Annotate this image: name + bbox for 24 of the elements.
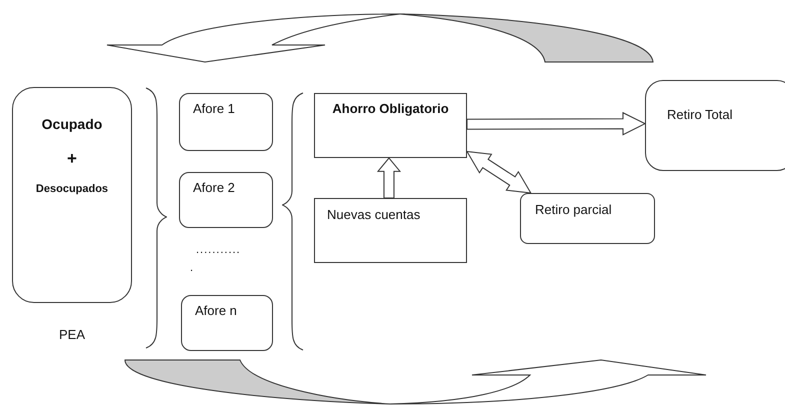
node-text: + xyxy=(67,148,77,170)
rounded-box xyxy=(181,295,273,351)
node-text: Ahorro Obligatorio xyxy=(332,101,449,117)
rounded-box xyxy=(179,172,273,228)
node-text: Afore 2 xyxy=(193,180,235,196)
node-text: Ocupado xyxy=(42,116,102,133)
rounded-box xyxy=(179,93,273,151)
block-arrow xyxy=(466,150,532,194)
node-text: Retiro parcial xyxy=(535,202,612,218)
node-text: Afore n xyxy=(195,303,237,319)
rounded-box xyxy=(645,80,785,171)
node-text: Nuevas cuentas xyxy=(327,207,420,223)
ellipsis-text: . xyxy=(190,262,194,274)
ellipsis-text: ........... xyxy=(196,244,241,256)
caption-text: PEA xyxy=(58,327,86,342)
process-box xyxy=(314,198,467,263)
block-arrow xyxy=(466,112,646,136)
rounded-box xyxy=(520,193,655,244)
block-arrow xyxy=(376,157,402,198)
node-text: Desocupados xyxy=(36,183,108,196)
rounded-box xyxy=(12,87,132,303)
process-box xyxy=(314,93,467,158)
node-text: Retiro Total xyxy=(667,107,733,123)
node-text: Afore 1 xyxy=(193,101,235,117)
